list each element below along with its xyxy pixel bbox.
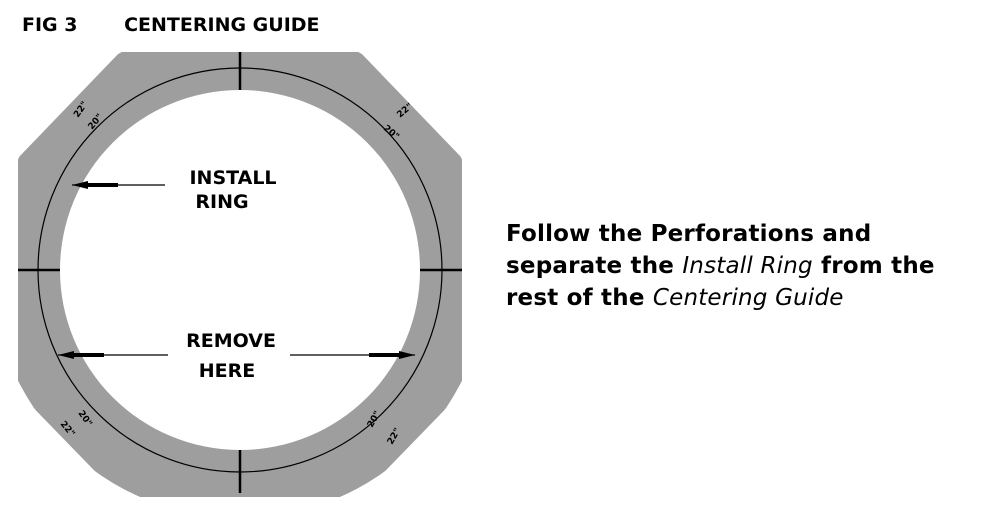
figure-number: FIG 3 — [22, 14, 78, 36]
instruction-text: Follow the Perforations and separate the… — [506, 218, 976, 314]
perforation-marks — [18, 52, 462, 493]
leader-lines — [58, 181, 415, 359]
remove-here-label-line1: REMOVE — [186, 330, 276, 352]
inner-opening — [60, 90, 420, 450]
instruction-part1: Follow the Perforations and separate the — [506, 221, 872, 279]
install-ring-label-line2: RING — [195, 191, 248, 213]
centering-guide-diagram: 22" 20" 22" 20" 20" 22" 20" 22" INSTALL … — [18, 52, 462, 497]
figure-title: CENTERING GUIDE — [124, 14, 320, 36]
install-ring-label-line1: INSTALL — [189, 167, 276, 189]
remove-here-arrow-right-shaft — [369, 353, 399, 357]
figure-header: FIG 3 CENTERING GUIDE — [22, 14, 320, 36]
instruction-centering-guide: Centering Guide — [652, 285, 844, 311]
remove-here-arrow-left-icon — [58, 351, 74, 359]
install-ring-arrow-icon — [72, 181, 88, 189]
remove-here-label-line2: HERE — [199, 360, 256, 382]
instruction-install-ring: Install Ring — [682, 253, 813, 279]
install-ring-arrow-shaft — [88, 183, 118, 187]
instruction-part2: from the rest of the — [506, 253, 935, 311]
remove-here-arrow-left-shaft — [74, 353, 104, 357]
remove-here-arrow-right-icon — [399, 351, 415, 359]
